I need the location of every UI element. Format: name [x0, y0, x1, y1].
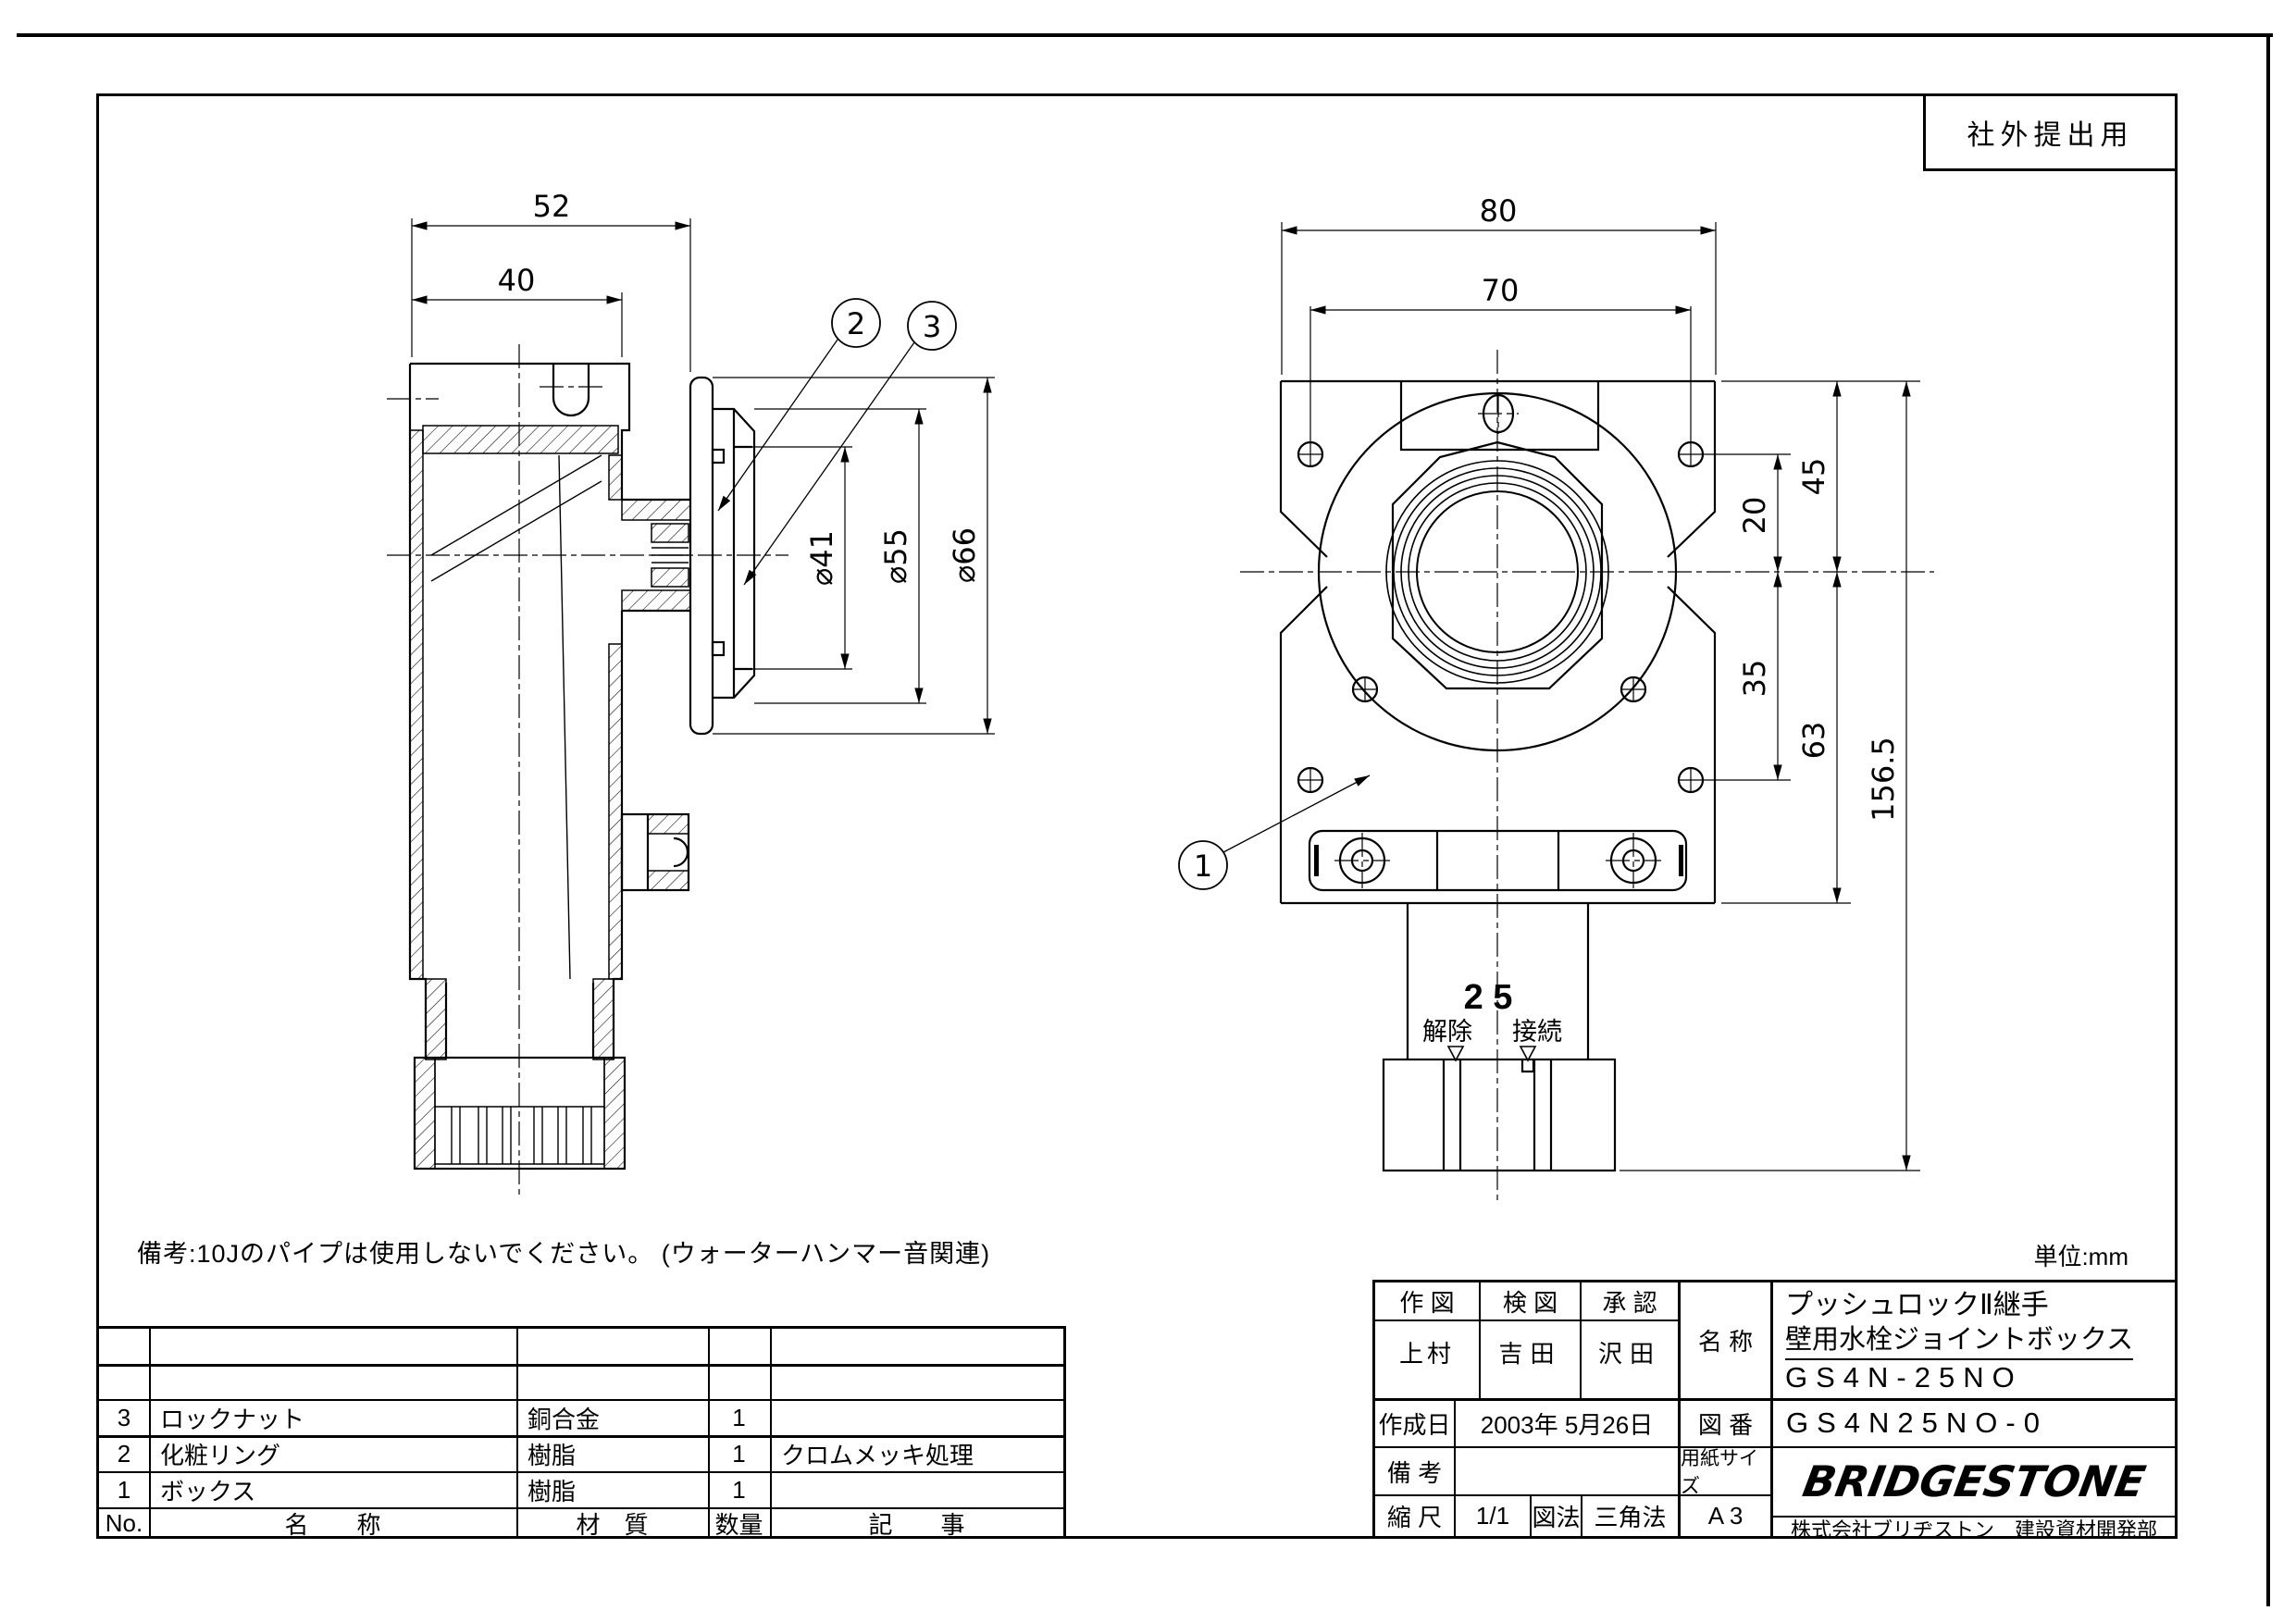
left-view-balloons [717, 298, 957, 586]
note-text: 備考:10Jのパイプは使用しないでください。 (ウォーターハンマー音関連) [137, 1240, 991, 1268]
approved-label: 承 認 [1602, 1288, 1657, 1317]
units-label: 単位:mm [2033, 1243, 2128, 1270]
right-view-outline [1279, 379, 1717, 1172]
dim-dia66: ⌀66 [947, 527, 982, 583]
paper-right-edge [2266, 33, 2270, 1606]
parts-table-header: No. 名 称 材 質 数量 記 事 [99, 1508, 1063, 1539]
dim-52: 52 [533, 189, 571, 224]
header-material: 材 質 [576, 1510, 649, 1539]
release-triangle-icon [1446, 1046, 1465, 1062]
stamp-box: 社外提出用 [1923, 93, 2178, 171]
scale-label: 縮 尺 [1386, 1504, 1443, 1531]
part-name: ボックス [160, 1478, 256, 1505]
dim-dia55: ⌀55 [878, 528, 913, 584]
part-no: 2 [117, 1440, 131, 1468]
dim-20: 20 [1737, 497, 1772, 535]
balloon-1-number: 1 [1194, 849, 1212, 884]
connect-triangle-icon [1519, 1046, 1537, 1062]
left-view-dimensions [411, 218, 995, 735]
part-material: 樹脂 [527, 1478, 577, 1505]
right-view-front: 2 5 解除 接続 80 [1178, 193, 1934, 1203]
dim-70: 70 [1482, 273, 1520, 308]
bridgestone-logo: BRIDGESTONE [1798, 1456, 2150, 1506]
release-label: 解除 [1422, 1018, 1472, 1046]
dim-156-5: 156.5 [1866, 737, 1901, 822]
approved-name: 沢田 [1597, 1339, 1661, 1368]
left-view-interior-lines [430, 454, 689, 1165]
left-view-centerlines [387, 344, 788, 1196]
stamp-label: 社外提出用 [1967, 120, 2134, 151]
part-no: 1 [117, 1476, 131, 1504]
checked-name: 吉田 [1498, 1339, 1562, 1368]
balloon-3-circle [907, 301, 957, 351]
header-name: 名 称 [284, 1510, 381, 1539]
part-name: ロックナット [160, 1406, 305, 1433]
paper-size-label: 用紙サイズ [1681, 1448, 1758, 1497]
product-name-line2: 壁用水栓ジョイントボックス [1785, 1323, 2134, 1360]
connect-label: 接続 [1512, 1018, 1562, 1046]
paper-size-value: A 3 [1707, 1502, 1744, 1530]
dwg-no-label: 図 番 [1697, 1410, 1754, 1439]
right-view-thread-rings [1385, 460, 1609, 684]
left-view-hatching [409, 425, 691, 1170]
part-qty: 1 [732, 1440, 746, 1468]
right-view-indicator-triangles [1446, 1046, 1537, 1062]
right-view-balloon [1178, 774, 1371, 890]
header-qty: 数量 [714, 1510, 763, 1539]
balloon-2-number: 2 [847, 306, 865, 341]
part-material: 銅合金 [527, 1406, 601, 1433]
drawing-frame [96, 93, 2178, 1539]
left-view-outline [408, 362, 690, 1171]
part-no: 3 [117, 1404, 131, 1431]
part-material: 樹脂 [527, 1442, 577, 1469]
dim-dia41: ⌀41 [804, 530, 839, 586]
dim-80: 80 [1480, 193, 1518, 229]
right-view-centerlines [1240, 350, 1934, 1203]
name-label: 名 称 [1697, 1328, 1754, 1356]
drafted-name: 上村 [1398, 1339, 1455, 1368]
table-row: 3 ロックナット 銅合金 1 [99, 1401, 1063, 1435]
left-view-side-section: 52 40 ⌀41 ⌀55 ⌀66 2 3 [387, 189, 995, 1196]
product-name-line1: プッシュロックⅡ継手 [1785, 1290, 2049, 1320]
date-value: 2003年 5月26日 [1480, 1410, 1654, 1439]
paper-top-edge [17, 33, 2273, 37]
table-row: 1 ボックス 樹脂 1 [99, 1473, 1063, 1507]
dim-45: 45 [1796, 458, 1831, 496]
left-view-flange-ring [689, 376, 756, 736]
table-row: 2 化粧リング 樹脂 1 クロムメッキ処理 [99, 1437, 1063, 1471]
part-qty: 1 [732, 1476, 746, 1504]
scale-value: 1/1 [1475, 1502, 1510, 1530]
right-view-slot-marks [1314, 845, 1683, 876]
title-block: 作 図 検 図 承 認 上村 吉田 沢田 名 称 プッシュロックⅡ継手 壁用水栓… [1372, 1280, 2178, 1542]
remarks-label: 備 考 [1386, 1458, 1443, 1487]
dim-35: 35 [1737, 660, 1772, 698]
drafted-label: 作 図 [1399, 1288, 1455, 1317]
projection-value: 三角法 [1594, 1504, 1667, 1531]
dim-40: 40 [498, 263, 536, 298]
balloon-3-number: 3 [923, 309, 941, 344]
pipe-size-label: 2 5 [1464, 978, 1513, 1017]
balloon-2-circle [831, 298, 881, 348]
part-qty: 1 [732, 1404, 746, 1431]
parts-table: 3 ロックナット 銅合金 1 2 化粧リング 樹脂 1 クロムメッキ処理 1 ボ… [96, 1326, 1066, 1539]
dwg-no-value: GS4N25NO-0 [1786, 1406, 2048, 1439]
remarks-value [1456, 1448, 1678, 1494]
balloon-1-circle [1178, 840, 1228, 890]
header-no: No. [105, 1508, 143, 1537]
header-remarks: 記 事 [868, 1510, 965, 1539]
company-name: 株式会社ブリヂストン 建設資材開発部 [1790, 1518, 2157, 1542]
product-model: GS4N-25NO [1785, 1360, 2023, 1394]
date-label: 作成日 [1378, 1410, 1451, 1439]
product-name: プッシュロックⅡ継手 壁用水栓ジョイントボックス GS4N-25NO [1785, 1288, 2174, 1396]
dim-63: 63 [1796, 722, 1831, 760]
projection-label: 図法 [1532, 1504, 1581, 1531]
right-view-dimensions [1281, 222, 1920, 1171]
checked-label: 検 図 [1502, 1288, 1558, 1317]
part-remarks: クロムメッキ処理 [781, 1442, 974, 1469]
part-name: 化粧リング [160, 1442, 281, 1469]
